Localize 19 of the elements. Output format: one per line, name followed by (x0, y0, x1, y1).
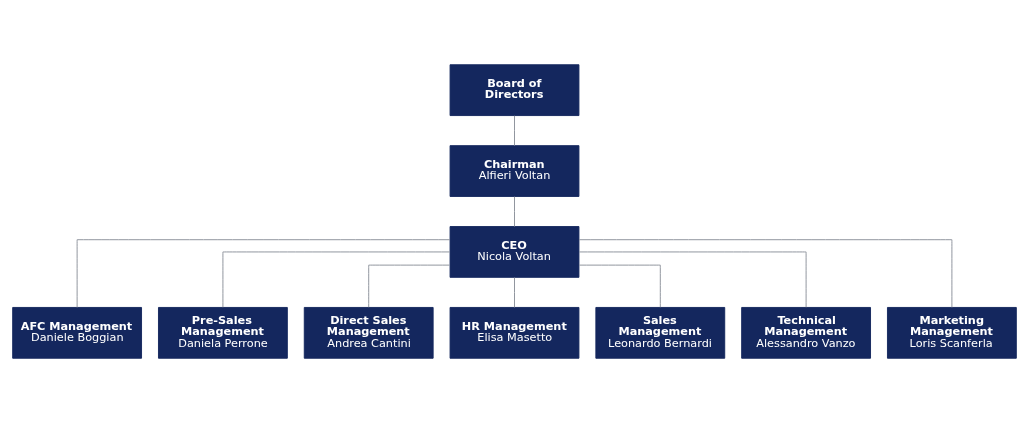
connector (76, 239, 451, 308)
node-box: Technical Management Alessandro Vanzo (741, 306, 871, 359)
connector (578, 251, 807, 308)
connector (514, 196, 515, 227)
node-box: CEO Nicola Voltan (449, 226, 580, 278)
node-box: AFC Management Daniele Boggian (12, 306, 142, 359)
node-box: Direct Sales Management Andrea Cantini (303, 306, 434, 359)
node-box: HR Management Elisa Masetto (449, 306, 580, 359)
connector (514, 277, 515, 308)
connector (578, 239, 953, 308)
node-box: Board of Directors (449, 64, 580, 117)
node-box: Pre-Sales Management Daniela Perrone (158, 306, 288, 359)
connector (578, 264, 661, 308)
node-box: Sales Management Leonardo Bernardi (595, 306, 726, 359)
connector (222, 251, 451, 308)
node-box: Chairman Alfieri Voltan (449, 145, 580, 197)
connector (514, 115, 515, 147)
node-box: Marketing Management Loris Scanferla (887, 306, 1017, 359)
connector (368, 264, 451, 308)
